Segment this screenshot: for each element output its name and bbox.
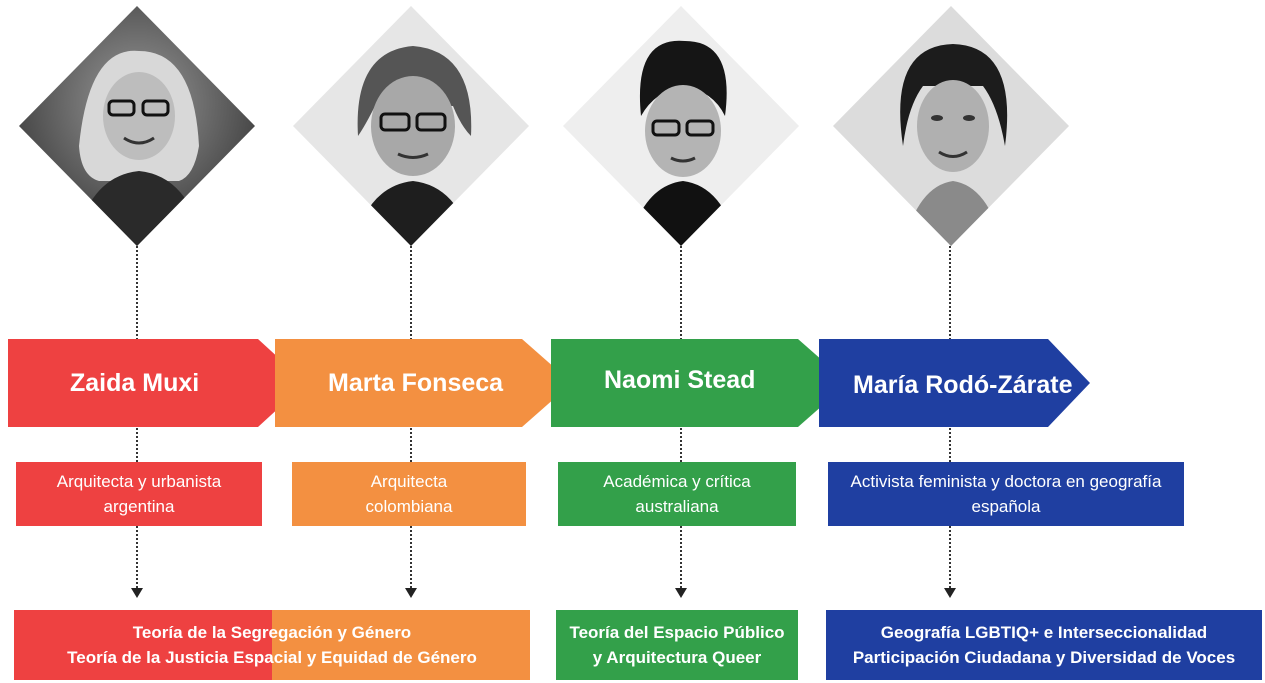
name-marta-fonseca: Marta Fonseca [328, 368, 504, 397]
connector-4-mid [949, 428, 951, 462]
connector-4-top [949, 246, 951, 340]
name-naomi-stead: Naomi Stead [604, 365, 756, 394]
name-maria-rodo-zarate: María Rodó-Zárate [853, 370, 1073, 399]
connector-4-bottom [949, 526, 951, 588]
arrow-down-icon [675, 588, 687, 598]
portrait-maria-rodo-zarate [833, 6, 1069, 246]
name-zaida-muxi: Zaida Muxi [70, 368, 200, 397]
desc-maria-rodo-zarate: Activista feminista y doctora en geograf… [828, 462, 1184, 526]
arrow-down-icon [944, 588, 956, 598]
connector-2-bottom [410, 526, 412, 588]
portrait-marta-fonseca [293, 6, 529, 246]
portrait-naomi-stead [563, 6, 799, 246]
chevron-green [551, 339, 848, 427]
portrait-zaida-muxi [19, 6, 255, 246]
connector-3-mid [680, 428, 682, 462]
arrow-down-icon [131, 588, 143, 598]
connector-3-top [680, 246, 682, 340]
connector-1-top [136, 246, 138, 340]
connector-3-bottom [680, 526, 682, 588]
arrow-down-icon [405, 588, 417, 598]
chevron-red [8, 339, 306, 427]
connector-1-mid [136, 428, 138, 462]
chevron-blue [819, 339, 1090, 427]
connector-2-top [410, 246, 412, 340]
connector-1-bottom [136, 526, 138, 588]
chevron-orange [275, 339, 572, 427]
connector-2-mid [410, 428, 412, 462]
chevron-banner [8, 339, 1090, 427]
